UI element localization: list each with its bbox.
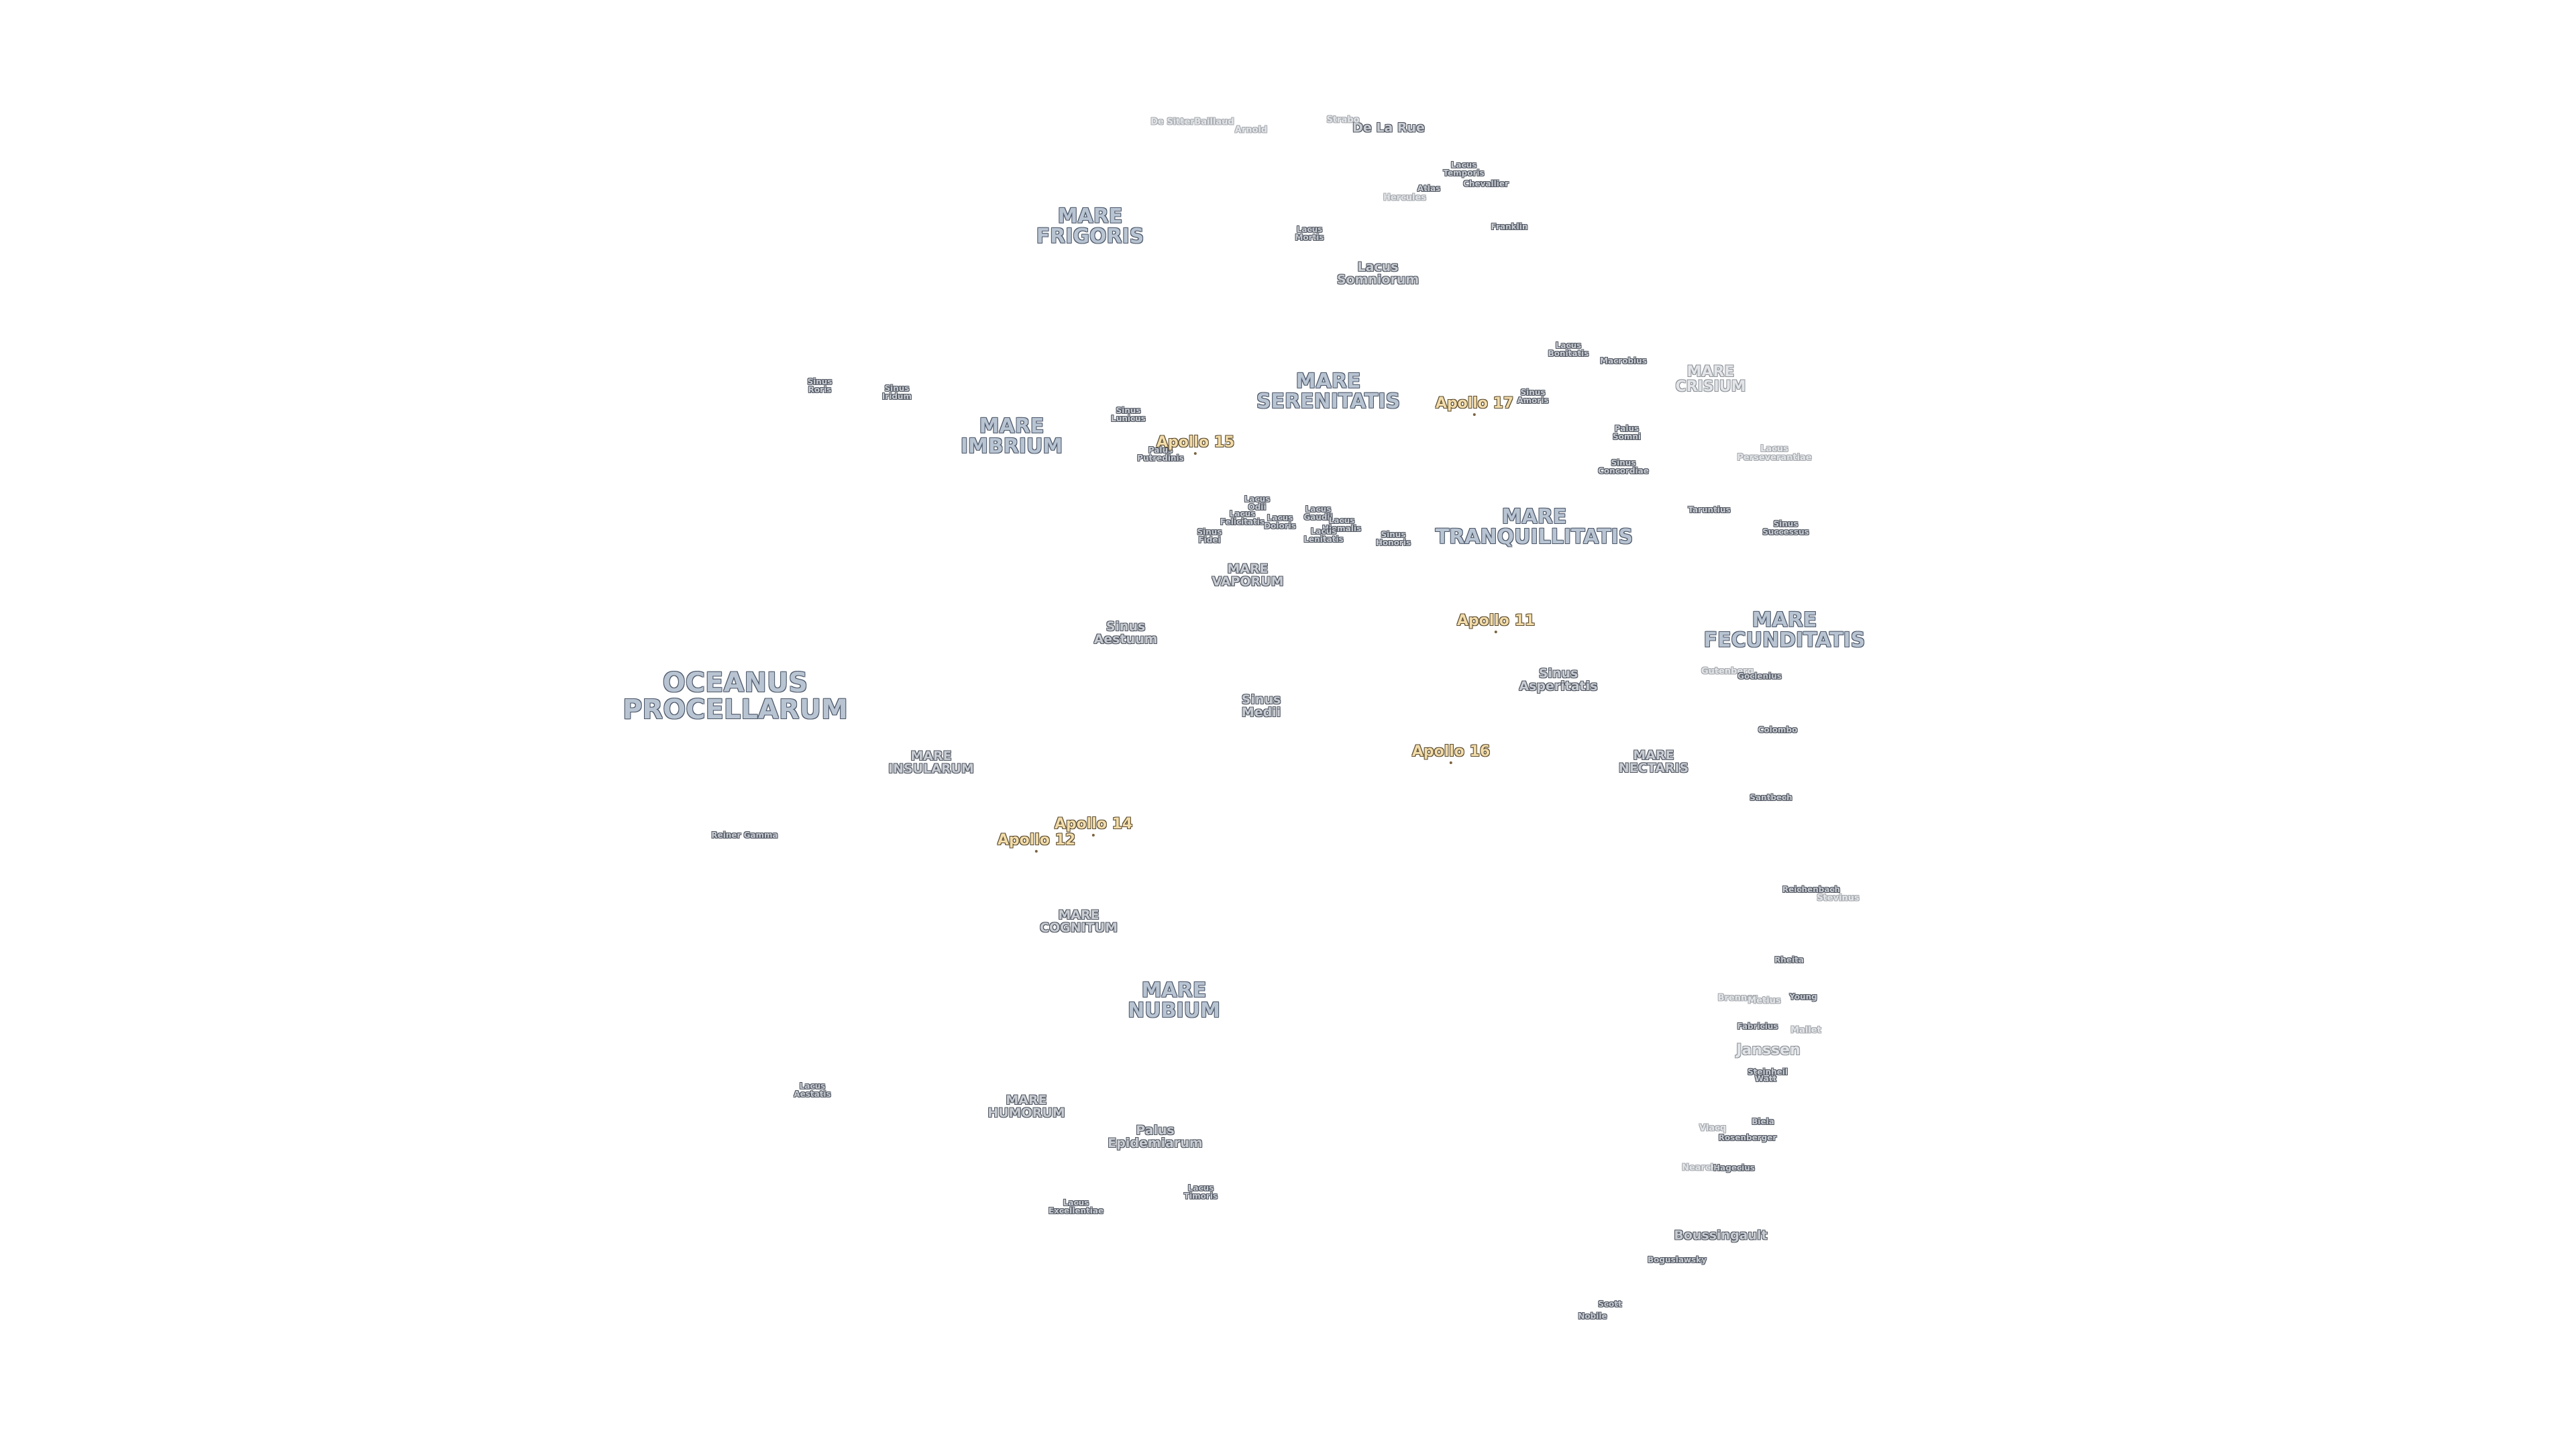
label-mare-cognitum: MARE COGNITUM — [1040, 908, 1118, 935]
label-oceanus-procellarum: OCEANUS PROCELLARUM — [623, 667, 848, 725]
label-baillaud: Baillaud — [1194, 117, 1234, 127]
label-apollo-12: Apollo 12 — [997, 832, 1076, 853]
label-mare-crisium: MARE CRISIUM — [1675, 364, 1746, 395]
label-mare-vaporum: MARE VAPORUM — [1212, 561, 1284, 589]
label-steinheil: Steinheil — [1747, 1067, 1788, 1077]
label-stevinus: Stevinus — [1817, 893, 1860, 904]
label-lacus-temporis: Lacus Temporis — [1443, 160, 1485, 178]
label-young: Young — [1789, 992, 1817, 1002]
label-janssen: Janssen — [1736, 1042, 1801, 1059]
label-vlacq: Vlacq — [1699, 1123, 1727, 1134]
label-colombo: Colombo — [1758, 725, 1798, 735]
label-lacus-bonitatis: Lacus Bonitatis — [1548, 341, 1589, 358]
label-brenner: Brenner — [1717, 993, 1758, 1004]
label-mare-imbrium: MARE IMBRIUM — [960, 415, 1063, 458]
label-taruntius: Taruntius — [1688, 505, 1731, 515]
label-sinus-asperitatis: Sinus Asperitatis — [1519, 666, 1598, 694]
label-de-la-rue: De La Rue — [1352, 120, 1425, 136]
label-sinus-honoris: Sinus Honoris — [1375, 530, 1411, 547]
label-apollo-14: Apollo 14 — [1054, 816, 1133, 837]
label-mare-tranquillitatis: MARE TRANQUILLITATIS — [1435, 505, 1633, 549]
label-hagecius: Hagecius — [1713, 1163, 1755, 1173]
label-fabricius: Fabricius — [1737, 1022, 1778, 1031]
label-lacus-somniorum: Lacus Somniorum — [1336, 260, 1419, 287]
label-mallet: Mallet — [1790, 1025, 1821, 1036]
label-reichenbach: Reichenbach — [1782, 885, 1841, 894]
label-boguslawsky: Boguslawsky — [1648, 1255, 1707, 1265]
label-lacus-mortis: Lacus Mortis — [1295, 225, 1324, 242]
label-palus-epidemiarum: Palus Epidemiarum — [1108, 1123, 1203, 1150]
label-sinus-fidei: Sinus Fidei — [1197, 527, 1222, 545]
label-sinus-successus: Sinus Successus — [1762, 519, 1809, 537]
label-lacus-hiemalis: Lacus Hiemalis — [1322, 516, 1362, 533]
label-reiner-gamma: Reiner Gamma — [711, 830, 778, 840]
label-nobile: Nobile — [1578, 1311, 1607, 1321]
label-mare-frigoris: MARE FRIGORIS — [1036, 205, 1144, 248]
label-gutenberg: Gutenberg — [1701, 666, 1754, 677]
label-watt: Watt — [1754, 1074, 1777, 1083]
label-arnold: Arnold — [1234, 125, 1268, 136]
label-lacus-aestatis: Lacus Aestatis — [794, 1081, 831, 1099]
label-palus-somni: Palus Somni — [1612, 424, 1642, 441]
label-sinus-lunicus: Sinus Lunicus — [1111, 406, 1146, 423]
label-lacus-odii: Lacus Odii — [1244, 494, 1271, 512]
label-rosenberger: Rosenberger — [1718, 1133, 1777, 1142]
label-metius: Metius — [1748, 996, 1781, 1006]
label-apollo-15: Apollo 15 — [1156, 434, 1235, 455]
label-sinus-iridum: Sinus Iridum — [881, 384, 912, 401]
label-lacus-felicitatis: Lacus Felicitatis — [1220, 509, 1265, 527]
label-lacus-excellentiae: Lacus Excellentiae — [1048, 1198, 1104, 1216]
label-hercules: Hercules — [1383, 193, 1427, 203]
label-sinus-medii: Sinus Medii — [1241, 692, 1281, 720]
label-rheita: Rheita — [1774, 955, 1804, 965]
label-sinus-concordiae: Sinus Concordiae — [1598, 458, 1649, 476]
label-chevallier: Chevallier — [1463, 179, 1509, 189]
label-lacus-timoris: Lacus Timoris — [1183, 1183, 1218, 1201]
label-mare-serenitatis: MARE SERENITATIS — [1256, 370, 1401, 413]
label-de-sitter: De Sitter — [1150, 117, 1195, 127]
label-palus-putredinis: Palus Putredinis — [1137, 445, 1184, 463]
label-lacus-lenitatis: Lacus Lenitatis — [1303, 527, 1344, 544]
label-atlas: Atlas — [1417, 184, 1441, 193]
label-biela: Biela — [1752, 1117, 1774, 1126]
label-boussingault: Boussingault — [1674, 1228, 1768, 1243]
label-mare-humorum: MARE HUMORUM — [987, 1093, 1065, 1120]
label-lacus-perseverantiae: Lacus Perseverantiae — [1737, 444, 1812, 463]
label-lacus-gaudii: Lacus Gaudii — [1303, 504, 1333, 522]
label-apollo-17: Apollo 17 — [1435, 395, 1514, 416]
label-mare-fecunditatis: MARE FECUNDITATIS — [1703, 608, 1866, 652]
label-strabo: Strabo — [1326, 115, 1360, 125]
label-mare-nubium: MARE NUBIUM — [1128, 979, 1220, 1022]
label-nearch: Nearch — [1682, 1163, 1717, 1173]
label-goclenius: Goclenius — [1737, 672, 1782, 681]
label-sinus-roris: Sinus Roris — [807, 377, 833, 394]
label-santbech: Santbech — [1750, 793, 1792, 802]
label-scott: Scott — [1598, 1299, 1622, 1309]
label-mare-nectaris: MARE NECTARIS — [1618, 748, 1689, 775]
label-mare-insularum: MARE INSULARUM — [888, 749, 974, 776]
label-apollo-16: Apollo 16 — [1411, 743, 1491, 764]
label-sinus-amoris: Sinus Amoris — [1517, 388, 1549, 405]
label-lacus-doloris: Lacus Doloris — [1264, 513, 1296, 531]
label-macrobius: Macrobius — [1600, 356, 1647, 366]
label-apollo-11: Apollo 11 — [1456, 612, 1536, 633]
label-sinus-aestuum: Sinus Aestuum — [1093, 619, 1158, 647]
label-franklin: Franklin — [1491, 222, 1528, 231]
